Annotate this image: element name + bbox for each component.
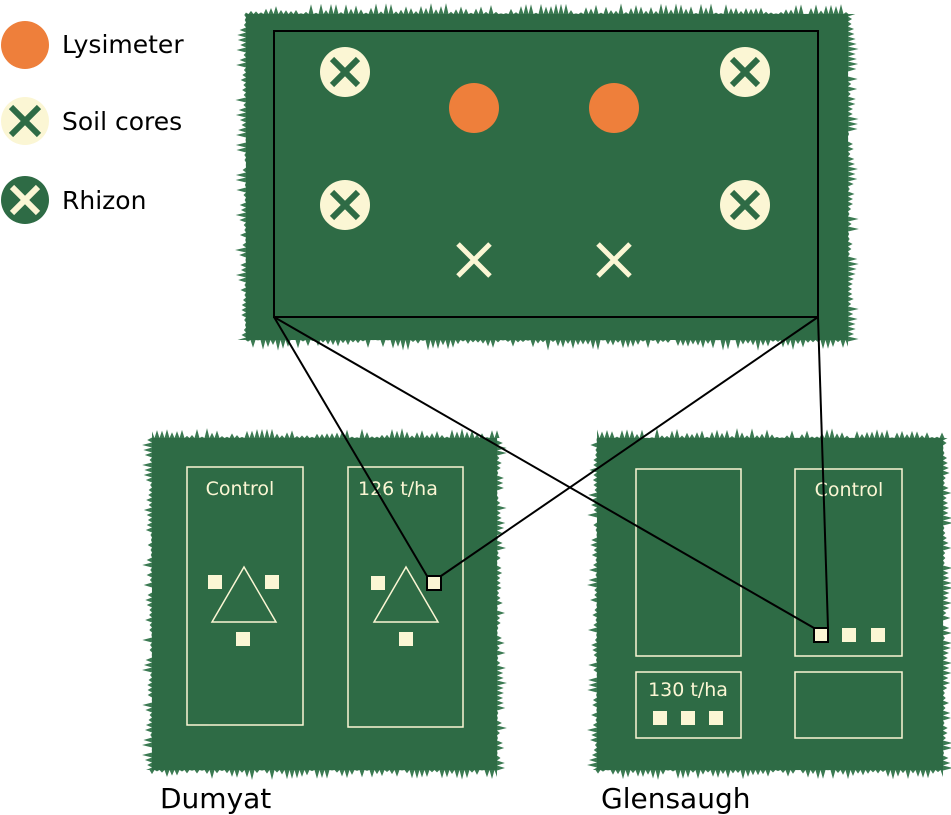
glensaugh-grass-field <box>587 428 951 780</box>
overview-grass-field <box>235 3 859 351</box>
dumyat-treated-plot <box>347 466 464 728</box>
dumyat-control-plot <box>186 466 304 726</box>
legend: Lysimeter Soil cores Rhizon <box>1 21 184 224</box>
rhizon-icon <box>720 47 770 97</box>
glensaugh-treated-plot <box>635 671 742 739</box>
glensaugh-treated-label: 130 t/ha <box>648 679 728 701</box>
legend-label-lysimeter: Lysimeter <box>62 30 184 59</box>
lysimeter-icon <box>1 21 49 69</box>
site-name-glensaugh: Glensaugh <box>601 782 750 815</box>
connector-line <box>273 316 428 577</box>
site-name-dumyat: Dumyat <box>160 782 271 815</box>
sample-square <box>371 576 385 590</box>
overview-plot-frame <box>273 30 819 318</box>
sample-square <box>681 711 695 725</box>
glensaugh-empty-plot <box>635 468 742 657</box>
sample-square <box>653 711 667 725</box>
glensaugh-control-label: Control <box>815 479 884 501</box>
dumyat-grass-field <box>142 428 507 780</box>
glensaugh-plots: Control 130 t/ha <box>635 468 903 739</box>
dumyat-control-label: Control <box>206 478 275 500</box>
glensaugh-control-plot <box>794 468 903 657</box>
sample-square <box>709 711 723 725</box>
lysimeter-icon <box>449 83 499 133</box>
highlighted-sample-square <box>813 627 829 643</box>
glensaugh-empty-plot-2 <box>794 671 903 739</box>
sample-square <box>208 575 222 589</box>
sample-square <box>842 628 856 642</box>
legend-label-soil-cores: Soil cores <box>62 107 182 136</box>
sample-square <box>399 632 413 646</box>
rhizon-icon <box>320 180 370 230</box>
highlighted-sample-square <box>426 575 442 591</box>
sample-square <box>265 575 279 589</box>
sample-square <box>871 628 885 642</box>
dumyat-control-triangle <box>210 565 278 623</box>
rhizon-icon <box>720 180 770 230</box>
dumyat-treated-triangle <box>372 565 440 623</box>
overview-points <box>320 47 770 276</box>
lysimeter-icon <box>589 83 639 133</box>
dumyat-plots: Control 126 t/ha <box>186 466 464 728</box>
legend-label-rhizon: Rhizon <box>62 186 146 215</box>
connector-line <box>817 316 829 629</box>
zoom-connectors <box>273 316 829 629</box>
rhizon-icon <box>320 47 370 97</box>
sample-square <box>236 632 250 646</box>
connector-line <box>273 316 815 629</box>
connector-line <box>440 316 819 577</box>
